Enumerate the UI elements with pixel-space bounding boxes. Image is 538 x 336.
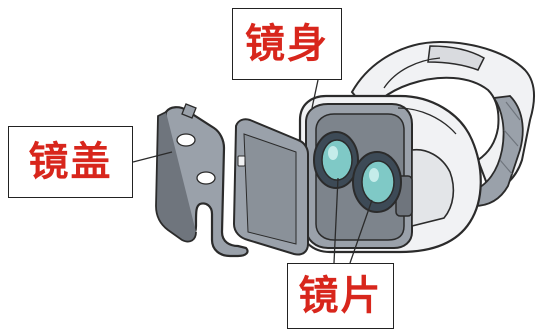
label-cover: 镜盖 — [28, 138, 113, 185]
leader-line-lens-left — [333, 177, 339, 264]
left-lens — [321, 139, 353, 181]
label-box-cover: 镜盖 — [8, 126, 133, 198]
leader-line-body — [311, 79, 319, 109]
phone-plate — [232, 118, 309, 256]
leader-line-cover — [132, 151, 173, 163]
label-body: 镜身 — [245, 20, 329, 67]
front-cover — [155, 103, 249, 258]
label-box-body: 镜身 — [232, 8, 342, 80]
lenses — [313, 131, 402, 213]
label-box-lens: 镜片 — [287, 263, 394, 329]
right-lens — [361, 160, 395, 204]
leader-line-lens-right — [349, 199, 373, 264]
label-lens: 镜片 — [298, 272, 383, 319]
leader-lines — [132, 79, 373, 264]
